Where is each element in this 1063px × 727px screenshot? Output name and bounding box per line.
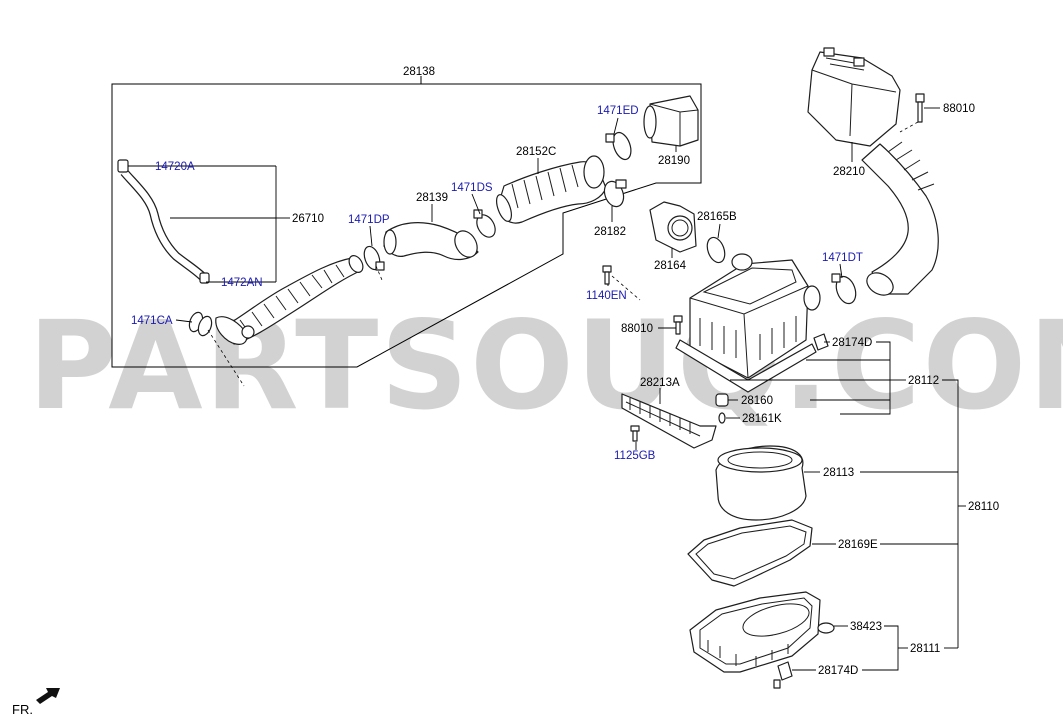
label-26710: 26710 bbox=[292, 213, 324, 225]
grille-28213a bbox=[621, 393, 717, 449]
label-28138: 28138 bbox=[403, 66, 435, 78]
label-1471ed: 1471ED bbox=[597, 105, 639, 117]
label-28161k: 28161K bbox=[742, 413, 782, 425]
label-28190: 28190 bbox=[658, 155, 690, 167]
label-14720a: 14720A bbox=[155, 161, 195, 173]
hose-14720a bbox=[117, 159, 210, 284]
label-1471ca: 1471CA bbox=[131, 315, 173, 327]
collar-28161k bbox=[718, 412, 726, 424]
clamp-1471ed bbox=[605, 131, 632, 161]
label-1125gb: 1125GB bbox=[614, 450, 656, 462]
label-28165b: 28165B bbox=[697, 211, 737, 223]
bolt-1140en bbox=[602, 265, 612, 285]
group-28138-bracket bbox=[111, 76, 702, 368]
clamp-1471ca bbox=[188, 311, 213, 337]
label-1471dt: 1471DT bbox=[822, 252, 863, 264]
front-arrow-icon bbox=[36, 688, 60, 704]
bolt-1125gb bbox=[630, 425, 640, 442]
label-28182: 28182 bbox=[594, 226, 626, 238]
label-28169e: 28169E bbox=[838, 539, 878, 551]
label-1140en: 1140EN bbox=[586, 290, 627, 302]
label-28213a: 28213A bbox=[640, 377, 680, 389]
label-1471ds: 1471DS bbox=[451, 182, 493, 194]
lower-body-28111 bbox=[689, 591, 821, 673]
label-88010-upper: 88010 bbox=[943, 103, 975, 115]
air-cleaner-body-28112 bbox=[675, 253, 821, 393]
label-28139: 28139 bbox=[416, 192, 448, 204]
clip-28174d-lower bbox=[773, 661, 793, 689]
label-28164: 28164 bbox=[654, 260, 687, 272]
leader-lines bbox=[128, 107, 966, 671]
label-28113: 28113 bbox=[823, 467, 854, 479]
plug-38423 bbox=[817, 622, 835, 634]
clamp-1471dt bbox=[831, 273, 857, 305]
label-28174d-upper: 28174D bbox=[832, 337, 872, 349]
clamp-1471dp bbox=[363, 245, 385, 271]
duct-28138 bbox=[215, 255, 364, 345]
watermark-text: PARTSOUQ.COM bbox=[28, 295, 1063, 437]
duct-28152c bbox=[496, 155, 607, 224]
grommet-28160 bbox=[715, 393, 729, 407]
direction-label: FR. bbox=[12, 702, 33, 717]
label-28210: 28210 bbox=[833, 166, 865, 178]
hose-28139 bbox=[383, 222, 479, 261]
label-88010-lower: 88010 bbox=[621, 323, 653, 335]
label-28111: 28111 bbox=[910, 643, 940, 655]
label-1471dp: 1471DP bbox=[348, 214, 390, 226]
label-1472an: 1472AN bbox=[221, 277, 263, 289]
label-28152c: 28152C bbox=[516, 146, 556, 158]
gasket-28169e bbox=[687, 519, 813, 587]
resonator-28190 bbox=[643, 95, 699, 147]
maf-sensor-28164 bbox=[649, 201, 697, 253]
label-28112: 28112 bbox=[908, 375, 939, 387]
filter-element-28113 bbox=[715, 445, 807, 521]
oring-28165b bbox=[706, 236, 726, 264]
label-28174d-lower: 28174D bbox=[818, 665, 858, 677]
intake-28210 bbox=[807, 47, 939, 296]
label-28110: 28110 bbox=[968, 501, 999, 513]
clip-28174d-upper bbox=[813, 333, 829, 351]
bolt-88010-upper bbox=[915, 93, 925, 123]
label-28160: 28160 bbox=[741, 395, 773, 407]
label-38423: 38423 bbox=[850, 621, 882, 633]
clamp-28182 bbox=[603, 179, 627, 208]
part-labels: 28138 1471ED 28190 28152C 14720A 1471DS … bbox=[12, 66, 999, 717]
clamp-1471ds bbox=[473, 209, 496, 238]
